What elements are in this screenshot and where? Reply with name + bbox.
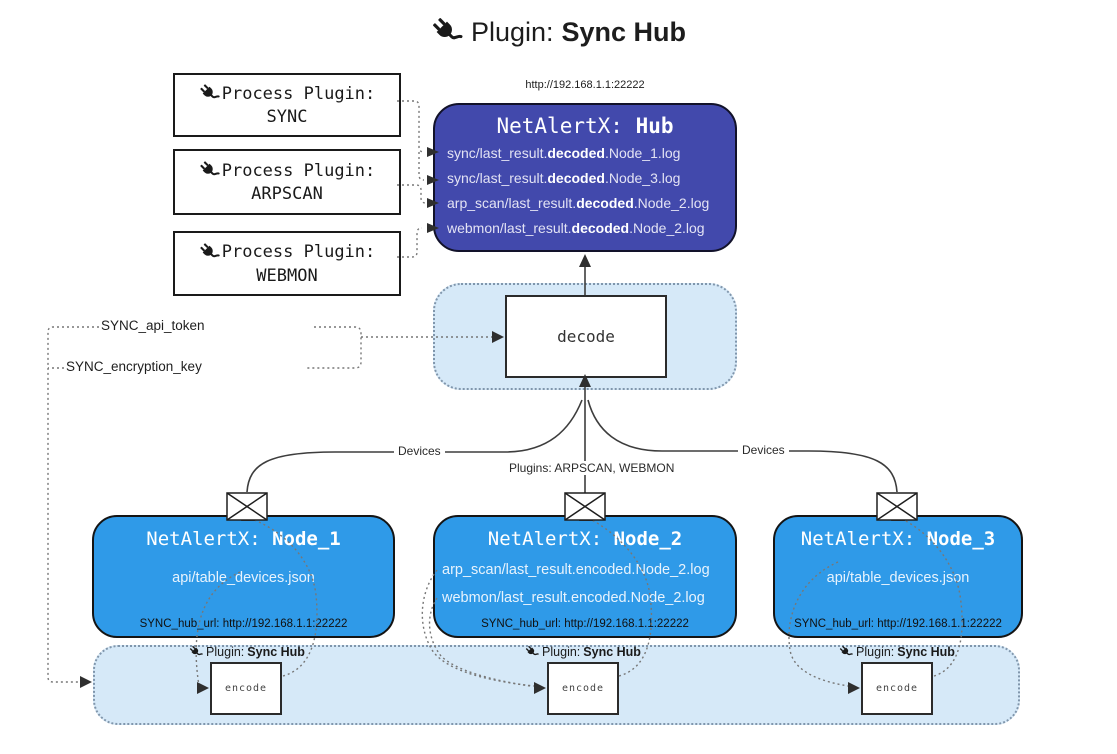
node-hub-url: SYNC_hub_url: http://192.168.1.1:22222 xyxy=(139,618,348,630)
node-title: NetAlertX: Node_1 xyxy=(94,528,393,550)
file-post: .Node_3.log xyxy=(604,170,681,186)
page-title: Plugin: Sync Hub xyxy=(0,16,1117,48)
node-title: NetAlertX: Node_3 xyxy=(775,528,1021,550)
encode-box-2: encode xyxy=(547,662,619,715)
plug-icon xyxy=(199,160,220,181)
hub-title-name: Hub xyxy=(635,114,674,138)
file-post: .Node_2.log xyxy=(629,220,705,236)
encode-plugin-label-3: Plugin: Sync Hub xyxy=(817,645,977,659)
hub-file-line: arp_scan/last_result.decoded.Node_2.log xyxy=(435,191,735,216)
page-title-name: Sync Hub xyxy=(561,16,687,47)
process-plugin-label: Process Plugin: xyxy=(221,160,376,181)
encode-plugin-prefix: Plugin: xyxy=(542,645,581,659)
encode-plugin-label-1: Plugin: Sync Hub xyxy=(167,645,327,659)
plug-icon xyxy=(199,242,220,263)
node-file-list: arp_scan/last_result.encoded.Node_2.log … xyxy=(435,556,735,612)
plug-icon xyxy=(199,83,220,104)
node-title-name: Node_2 xyxy=(613,528,683,550)
hub-title-prefix: NetAlertX: xyxy=(496,114,636,138)
encode-plugin-name: Sync Hub xyxy=(897,645,955,659)
process-plugin-sync-box: Process Plugin: SYNC xyxy=(173,73,401,137)
file-pre: arp_scan/last_result. xyxy=(447,195,577,211)
node3-box: NetAlertX: Node_3 api/table_devices.json… xyxy=(773,515,1023,638)
plug-icon xyxy=(839,645,853,659)
plug-icon xyxy=(525,645,539,659)
file-pre: sync/last_result. xyxy=(447,170,548,186)
file-bold: decoded xyxy=(576,195,634,211)
process-plugin-arpscan-box: Process Plugin: ARPSCAN xyxy=(173,149,401,215)
decode-box: decode xyxy=(505,295,667,378)
file-bold: decoded xyxy=(571,220,630,236)
hub-url: http://192.168.1.1:22222 xyxy=(525,79,645,91)
process-plugin-name: ARPSCAN xyxy=(251,184,323,204)
process-plugin-name: SYNC xyxy=(266,107,308,127)
encode-plugin-name: Sync Hub xyxy=(247,645,305,659)
node-title: NetAlertX: Node_2 xyxy=(435,528,735,550)
file-bold: decoded xyxy=(547,145,605,161)
process-plugin-webmon-box: Process Plugin: WEBMON xyxy=(173,231,401,296)
sync-encryption-key-label: SYNC_encryption_key xyxy=(64,359,204,374)
hub-file-list: sync/last_result.decoded.Node_1.log sync… xyxy=(435,141,735,241)
node-title-prefix: NetAlertX: xyxy=(800,528,927,550)
node-file: arp_scan/last_result.encoded.Node_2.log xyxy=(442,562,710,578)
devices-edge-label-left: Devices xyxy=(394,444,445,458)
plug-icon xyxy=(189,645,203,659)
sync-api-token-label: SYNC_api_token xyxy=(99,318,207,333)
devices-edge-label-right: Devices xyxy=(738,443,789,457)
hub-title: NetAlertX: Hub xyxy=(435,114,735,138)
node-hub-url: SYNC_hub_url: http://192.168.1.1:22222 xyxy=(794,618,1002,630)
hub-file-line: webmon/last_result.decoded.Node_2.log xyxy=(435,216,735,241)
encode-plugin-prefix: Plugin: xyxy=(206,645,245,659)
file-pre: sync/last_result. xyxy=(447,145,548,161)
node-title-name: Node_3 xyxy=(926,528,996,550)
plug-icon xyxy=(431,16,463,48)
encode-box-3: encode xyxy=(861,662,933,715)
process-plugin-label: Process Plugin: xyxy=(221,242,376,262)
node-file: api/table_devices.json xyxy=(826,570,970,586)
file-pre: webmon/last_result. xyxy=(447,220,572,236)
node-file: api/table_devices.json xyxy=(172,570,315,586)
node-title-name: Node_1 xyxy=(272,528,341,550)
node1-box: NetAlertX: Node_1 api/table_devices.json… xyxy=(92,515,395,638)
node-title-prefix: NetAlertX: xyxy=(146,528,273,550)
node2-box: NetAlertX: Node_2 arp_scan/last_result.e… xyxy=(433,515,737,638)
hub-file-line: sync/last_result.decoded.Node_1.log xyxy=(435,141,735,166)
encode-box-1: encode xyxy=(210,662,282,715)
encode-plugin-name: Sync Hub xyxy=(583,645,641,659)
encode-plugin-prefix: Plugin: xyxy=(856,645,895,659)
node-title-prefix: NetAlertX: xyxy=(487,528,614,550)
file-post: .Node_2.log xyxy=(633,195,710,211)
file-post: .Node_1.log xyxy=(604,145,681,161)
plugins-edge-label: Plugins: ARPSCAN, WEBMON xyxy=(505,461,674,475)
node-file: webmon/last_result.encoded.Node_2.log xyxy=(442,590,705,606)
encode-plugin-label-2: Plugin: Sync Hub xyxy=(503,645,663,659)
process-plugin-name: WEBMON xyxy=(256,265,318,286)
page-title-prefix: Plugin: xyxy=(470,16,554,47)
hub-file-line: sync/last_result.decoded.Node_3.log xyxy=(435,166,735,191)
node-hub-url: SYNC_hub_url: http://192.168.1.1:22222 xyxy=(481,618,689,630)
process-plugin-label: Process Plugin: xyxy=(221,83,376,104)
file-bold: decoded xyxy=(547,170,605,186)
hub-box: NetAlertX: Hub sync/last_result.decoded.… xyxy=(433,103,737,252)
